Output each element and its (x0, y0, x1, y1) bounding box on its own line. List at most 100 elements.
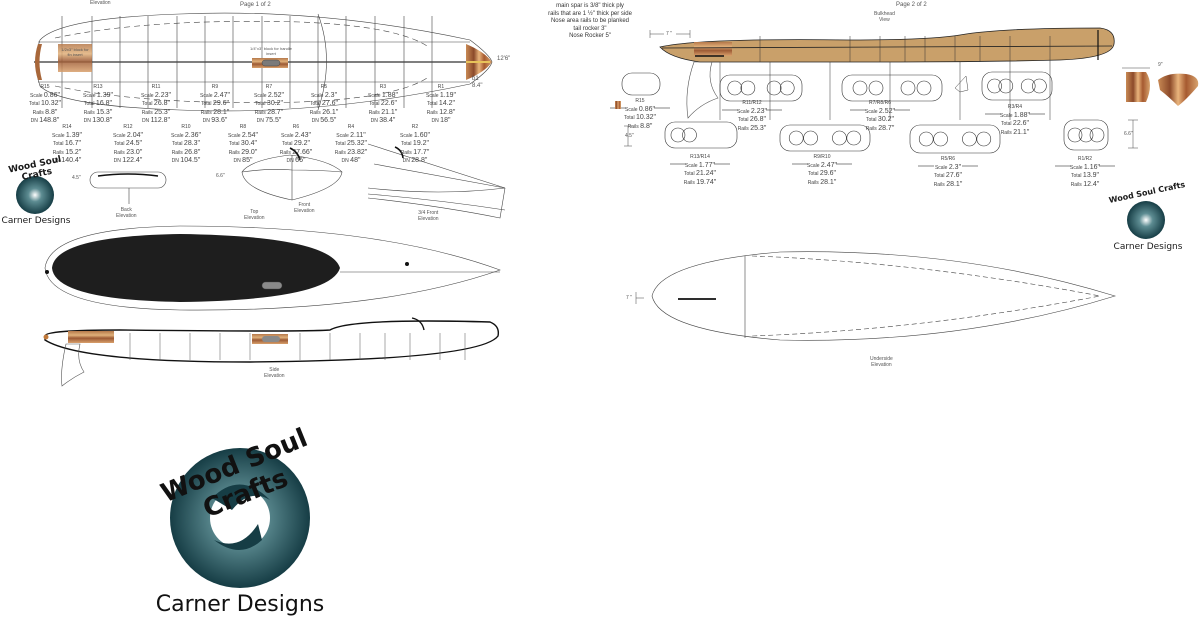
side-elevation (43, 317, 500, 387)
nose-station: b1 (472, 76, 479, 82)
bulkhead-shape (719, 74, 803, 102)
lightening-hole (976, 131, 992, 147)
tail-block (35, 44, 42, 80)
front-elevation-label: Front Elevation (294, 202, 315, 214)
back-elevation-shape (89, 171, 167, 204)
construction-notes: main spar is 3/8" thick ply rails that a… (520, 3, 660, 41)
tail-height: 4.5" (625, 133, 634, 139)
three-quarter-label: 3/4 Front Elevation (418, 210, 439, 222)
logo-bottom-text-small: Carner Designs (1, 216, 71, 226)
bulkhead-view-label: Bulkhead View (874, 11, 895, 23)
underside-label: Underside Elevation (870, 356, 893, 368)
lightening-hole (832, 130, 847, 146)
handle-icon (261, 59, 281, 67)
note: tail rocker 3" (573, 25, 607, 32)
lightening-hole (962, 131, 977, 147)
note: Nose area rails to be planked (550, 18, 630, 25)
note: Nose Rocker 5" (569, 33, 611, 40)
back-height: 4.5" (72, 175, 81, 181)
board-length: 12'6" (497, 56, 511, 62)
top-elevation-label: Elevation (90, 0, 111, 6)
bulkhead-side-view (659, 27, 1115, 120)
front-elevation-shape (241, 147, 343, 201)
large-logo (170, 448, 310, 588)
handle-block-label: 1/4"x3" block for handle insert (250, 46, 292, 56)
bulkhead-shape (621, 72, 661, 96)
page-1-label: Page 1 of 2 (240, 2, 271, 8)
back-elevation-label: Back Elevation (116, 207, 137, 219)
lightening-hole (987, 78, 1002, 94)
nose-piece-side (1126, 72, 1150, 102)
top-elevation-label-2: Top Elevation (244, 209, 265, 221)
lightening-hole (852, 80, 868, 96)
lightening-hole (1020, 78, 1036, 94)
small-logo-right (1127, 201, 1165, 239)
lightening-hole (740, 80, 756, 96)
note: main spar is 3/8" thick ply (556, 3, 624, 9)
lightening-hole (998, 78, 1014, 94)
lightening-hole (670, 127, 686, 143)
note: rails that are 1 ½" thick per side (548, 10, 632, 17)
front-height: 6.6" (216, 173, 225, 179)
lightening-hole (916, 80, 932, 96)
lightening-hole (682, 127, 697, 143)
bulkhead-shape (909, 124, 1001, 154)
tail-width: 7 " (666, 31, 672, 37)
fin-block (58, 44, 92, 72)
lightening-hole (779, 80, 795, 96)
deck-view (44, 225, 501, 311)
lightening-hole (727, 80, 743, 96)
lightening-hole (933, 131, 948, 147)
bulkhead-shape (981, 71, 1053, 101)
nose-height: 6.6" (1124, 131, 1133, 137)
lightening-hole (766, 80, 782, 96)
nose-piece-front (1158, 73, 1199, 106)
lightening-hole (803, 130, 818, 146)
nose-value: 8.4" (472, 83, 483, 89)
logo-bottom-text-large: Carner Designs (155, 592, 325, 617)
three-quarter-front-shape (367, 143, 506, 219)
lightening-hole (900, 80, 916, 96)
lightening-hole (1089, 127, 1105, 143)
handle-icon (261, 281, 283, 290)
page-2-label: Page 2 of 2 (896, 2, 927, 8)
lightening-hole (1078, 127, 1094, 143)
underside-width: 7 " (626, 295, 632, 301)
nose-width: 9" (1158, 62, 1163, 68)
fin-shape (61, 343, 85, 387)
top-plan-view (34, 12, 493, 112)
lightening-hole (788, 130, 804, 146)
side-elevation-label: Side Elevation (264, 367, 285, 379)
small-logo-left (16, 176, 54, 214)
lightening-hole (1067, 127, 1083, 143)
logo-bottom-text-right: Carner Designs (1113, 242, 1183, 252)
lightening-hole (1032, 78, 1047, 94)
bulkhead-shape (779, 124, 871, 152)
bulkhead-shape (841, 74, 943, 102)
lightening-hole (846, 130, 862, 146)
bulkhead-shape (664, 121, 738, 149)
